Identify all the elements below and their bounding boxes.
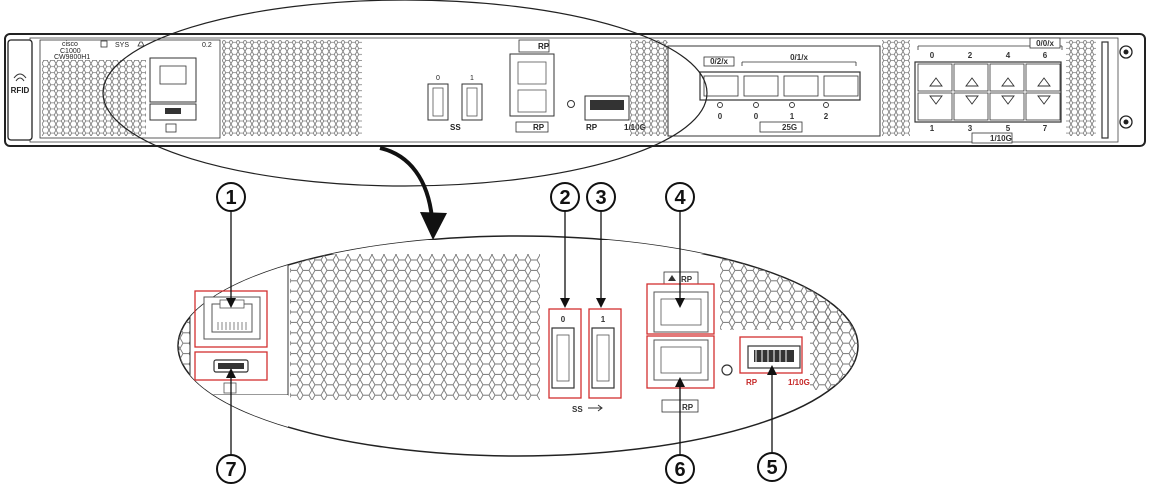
brand-label: cisco [62, 41, 78, 48]
vent-grille-far-right [1066, 40, 1096, 136]
usb-logo-small: SS [450, 123, 461, 132]
callout-7-number: 7 [225, 459, 236, 481]
management-module: cisco C1000 CW9800H1 SYS 0.2 [39, 39, 221, 139]
speed-25g-label: 25G [782, 123, 797, 132]
bay-label: 0.2 [202, 42, 212, 49]
status-label: SYS [115, 42, 129, 49]
callout-4: 4 [665, 182, 695, 212]
group-c-label: 0/0/x [1036, 39, 1054, 48]
highlight-usb-1 [588, 308, 622, 399]
rp-ports-small: RP RP [509, 39, 555, 133]
callout-7: 7 [216, 454, 246, 484]
group-b-port-label: 1 [790, 112, 795, 121]
group-c-port-label: 6 [1043, 51, 1048, 60]
central-vent-grille [222, 40, 362, 136]
rp-bottom-label-large: RP [682, 403, 694, 412]
callout-3: 3 [586, 182, 616, 212]
group-a-label: 0/2/x [710, 57, 728, 66]
callout-6-number: 6 [674, 459, 685, 481]
group-b-label: 0/1/x [790, 53, 808, 62]
sfp-10g-cages [917, 63, 1061, 121]
callout-5: 5 [757, 452, 787, 482]
group-c-port-label: 2 [968, 51, 973, 60]
callout-6: 6 [665, 454, 695, 484]
rp-bottom-label-small: RP [533, 123, 545, 132]
group-c-port-label: 5 [1006, 124, 1011, 133]
group-b-port-label: 2 [824, 112, 829, 121]
highlight-boxes [194, 283, 803, 399]
zoom-vent-grille-right [810, 250, 858, 390]
port-status-leds [717, 102, 829, 108]
usb-0-label-large: 0 [561, 315, 566, 324]
rfid-label: RFID [11, 86, 30, 95]
group-b-port-label: 0 [754, 112, 759, 121]
sfp-label-large: RP [746, 378, 758, 387]
group-c-port-label: 7 [1043, 124, 1048, 133]
sfp-speed-label-large: 1/10G [788, 378, 810, 387]
highlight-usb-0 [548, 308, 582, 399]
usb-1-label-large: 1 [601, 315, 606, 324]
group-c-port-label: 1 [930, 124, 935, 133]
callout-2: 2 [550, 182, 580, 212]
sfp-label-small: RP [586, 123, 598, 132]
network-module-25g: 0/2/x 0/1/x 0 0 1 2 25G [667, 45, 881, 137]
magnify-region-ellipse [102, 0, 708, 187]
usb-ports-small: 0 1 SS [427, 75, 483, 132]
rj45-25g-ports [703, 75, 859, 97]
callout-4-number: 4 [674, 187, 686, 209]
vent-grille-right [882, 40, 910, 136]
mounting-screw-icon [1119, 45, 1133, 129]
zoom-vent-grille-center [290, 240, 540, 400]
group-c-port-label: 3 [968, 124, 973, 133]
rp-top-label-small: RP [538, 42, 550, 51]
usb-logo-large: SS [572, 405, 583, 414]
zoom-bay-label: 0.2 [264, 257, 276, 266]
callout-3-number: 3 [595, 187, 606, 209]
speed-10g-label: 1/10G [990, 134, 1012, 143]
callout-2-number: 2 [559, 187, 570, 209]
usb-0-label-small: 0 [436, 75, 440, 82]
group-c-port-label: 0 [930, 51, 935, 60]
model-name-label: CW9800H1 [54, 54, 90, 61]
zoom-arrow-icon [379, 146, 447, 240]
sfp-arrow-icons [929, 77, 1051, 105]
callout-leaders [230, 210, 773, 455]
group-c-port-label: 4 [1006, 51, 1011, 60]
network-module-10g: 0/0/x 0 2 4 6 1 3 5 7 1/10G [914, 37, 1063, 144]
model-series-label: C1000 [60, 48, 81, 55]
callout-1-number: 1 [225, 187, 236, 209]
callout-arrowheads [226, 298, 777, 387]
chassis-front-panel: RFID cisco C1000 CW9800H1 SYS 0.2 [4, 33, 1146, 147]
alarm-bell-icon [137, 41, 145, 47]
callout-5-number: 5 [766, 457, 777, 479]
reset-pinhole-small [567, 100, 575, 108]
usb-1-label-small: 1 [470, 75, 474, 82]
status-led-icon [100, 40, 108, 48]
rp-top-label-large: RP [681, 275, 693, 284]
callout-1: 1 [216, 182, 246, 212]
group-a-port-label: 0 [718, 112, 723, 121]
module-vent-grille [42, 60, 146, 136]
rfid-handle: RFID [7, 39, 33, 141]
vent-grille-mid [630, 40, 668, 136]
zoomed-view: 0.2 0 1 SS RP RP [177, 235, 859, 457]
handle-slot [1101, 41, 1109, 139]
reset-pinhole-large [721, 364, 733, 376]
